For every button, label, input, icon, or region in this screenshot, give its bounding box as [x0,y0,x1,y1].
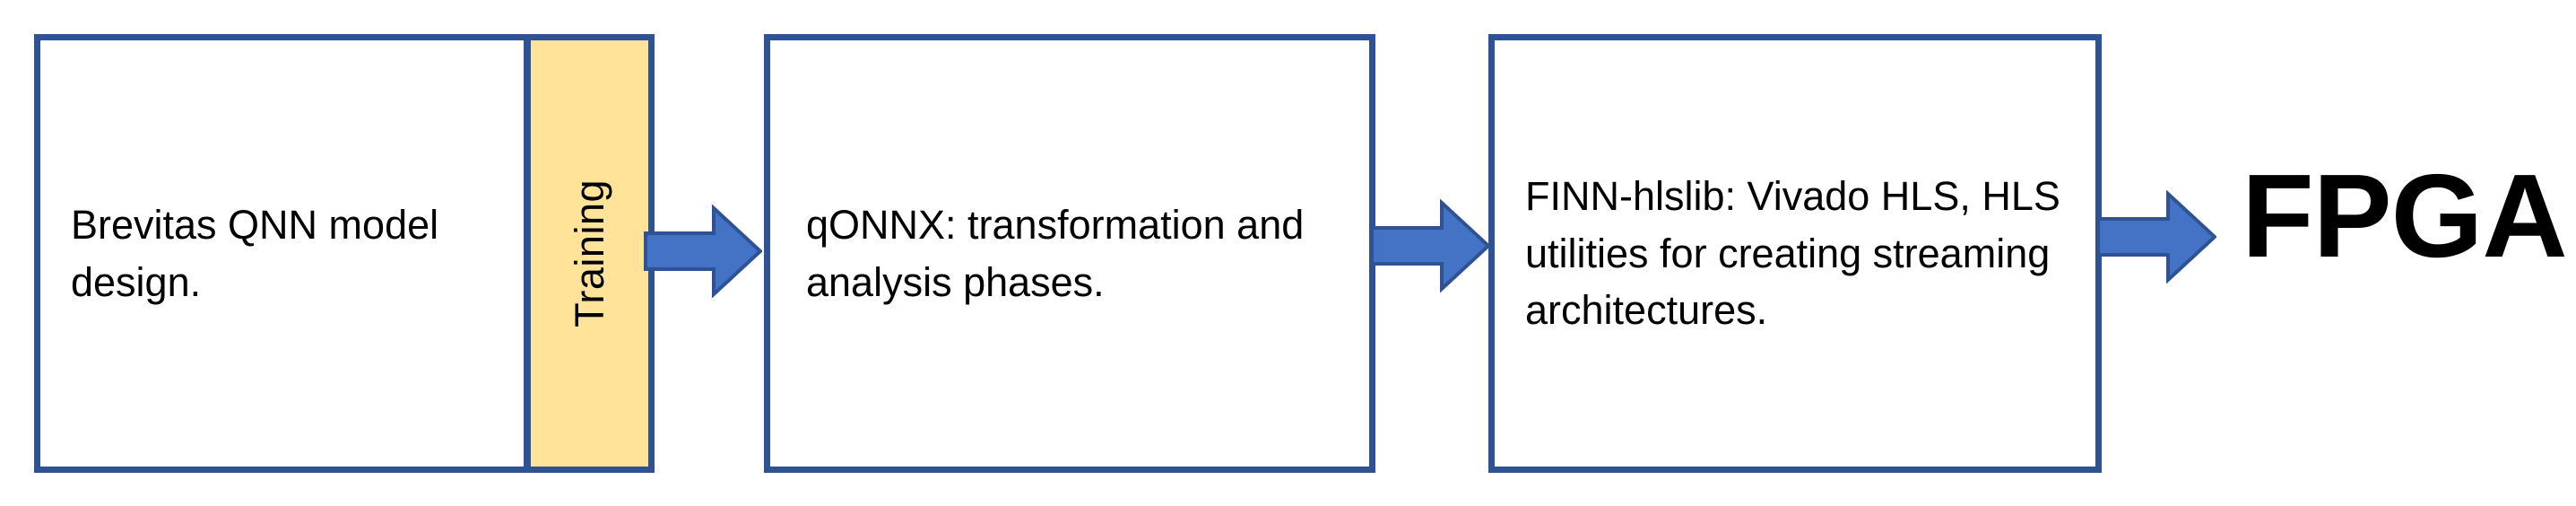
process-box-finn-hlslib[interactable]: FINN-hlslib: Vivado HLS, HLS utilities f… [1488,34,2102,473]
right-block-arrow-shape [644,205,762,298]
right-arrow-icon-qonnx-to-hlslib [1370,199,1490,292]
right-block-arrow-shape [1370,199,1490,292]
process-box-brevitas-label: Brevitas QNN model design. [71,201,439,305]
process-box-brevitas[interactable]: Brevitas QNN model design. [34,34,530,473]
process-box-finn-hlslib-label: FINN-hlslib: Vivado HLS, HLS utilities f… [1525,172,2060,334]
process-box-qonnx[interactable]: qONNX: transformation and analysis phase… [764,34,1375,473]
training-band-label: Training [566,179,612,327]
process-box-qonnx-label: qONNX: transformation and analysis phase… [806,201,1305,305]
right-arrow-icon-training-to-qonnx [644,205,762,298]
fpga-output-label: FPGA [2242,150,2568,282]
training-band[interactable]: Training [525,34,655,473]
right-arrow-icon-hlslib-to-fpga [2096,190,2216,284]
right-block-arrow-shape [2096,190,2216,284]
